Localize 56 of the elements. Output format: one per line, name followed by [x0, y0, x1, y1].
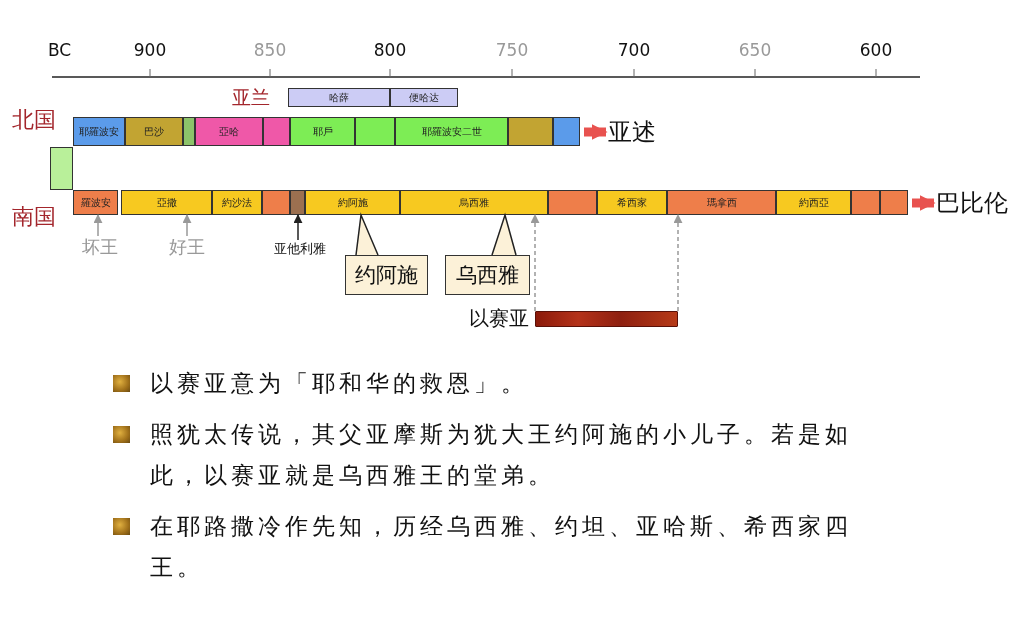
timeline-segment: 羅波安: [73, 190, 118, 215]
timeline-segment: 瑪拿西: [667, 190, 776, 215]
arrow: [530, 214, 540, 312]
timeline-segment: 約沙法: [212, 190, 262, 215]
timeline-segment: 約阿施: [305, 190, 400, 215]
year-label: 700: [617, 40, 651, 60]
arrow: [293, 214, 303, 241]
timeline-segment: 亞哈: [195, 117, 263, 146]
timeline-segment: 希西家: [597, 190, 667, 215]
timeline-segment: [851, 190, 880, 215]
arrow: [673, 214, 683, 312]
bullet-text: 照犹太传说，其父亚摩斯为犹大王约阿施的小儿子。若是如此，以赛亚就是乌西雅王的堂弟。: [150, 420, 853, 490]
year-label: 900: [133, 40, 167, 60]
timeline-segment: 烏西雅: [400, 190, 548, 215]
callout-pointer: [491, 212, 517, 256]
timeline-segment: [553, 117, 580, 146]
year-label: BC: [48, 40, 72, 60]
king-note: 坏王: [78, 236, 122, 258]
kingdom-label: 亚述: [608, 118, 664, 146]
lifespan-bar: [535, 311, 678, 327]
timeline-segment: [263, 117, 290, 146]
timeline-segment: [183, 117, 195, 146]
bullet-text: 以赛亚意为「耶和华的救恩」。: [150, 369, 528, 398]
year-label: 850: [253, 40, 287, 60]
bullet-text: 在耶路撒冷作先知，历经乌西雅、约坦、亚哈斯、希西家四王。: [150, 512, 853, 582]
timeline-segment: [262, 190, 290, 215]
arrow: [584, 124, 608, 140]
arrow: [93, 214, 103, 237]
timeline-segment: [50, 147, 73, 190]
year-label: 750: [495, 40, 529, 60]
timeline-segment: 耶戶: [290, 117, 355, 146]
kingdom-label: 北国: [12, 106, 56, 134]
king-note: 亚他利雅: [270, 240, 330, 258]
year-label: 800: [373, 40, 407, 60]
timeline-segment: 哈薛: [288, 88, 390, 107]
timeline-segment: 耶羅波安: [73, 117, 125, 146]
callout-pointer: [355, 212, 379, 256]
king-note: 好王: [165, 236, 209, 258]
timeline-segment: [355, 117, 395, 146]
bar-caption: 以赛亚: [469, 305, 529, 332]
timeline-segment: 約西亞: [776, 190, 851, 215]
arrow: [912, 195, 936, 211]
kingdom-label: 亚兰: [232, 85, 270, 110]
timeline-segment: [548, 190, 597, 215]
timeline-segment: 便哈达: [390, 88, 458, 107]
year-label: 600: [859, 40, 893, 60]
timeline-segment: 巴沙: [125, 117, 183, 146]
year-label: 650: [738, 40, 772, 60]
timeline-segment: [508, 117, 553, 146]
timeline-segment: [880, 190, 908, 215]
kingdom-label: 巴比伦: [936, 188, 1018, 218]
kingdom-label: 南国: [12, 203, 56, 231]
timeline-segment: 耶羅波安二世: [395, 117, 508, 146]
timeline-segment: 亞撒: [121, 190, 212, 215]
timeline-segment: [290, 190, 305, 215]
arrow: [182, 214, 192, 237]
